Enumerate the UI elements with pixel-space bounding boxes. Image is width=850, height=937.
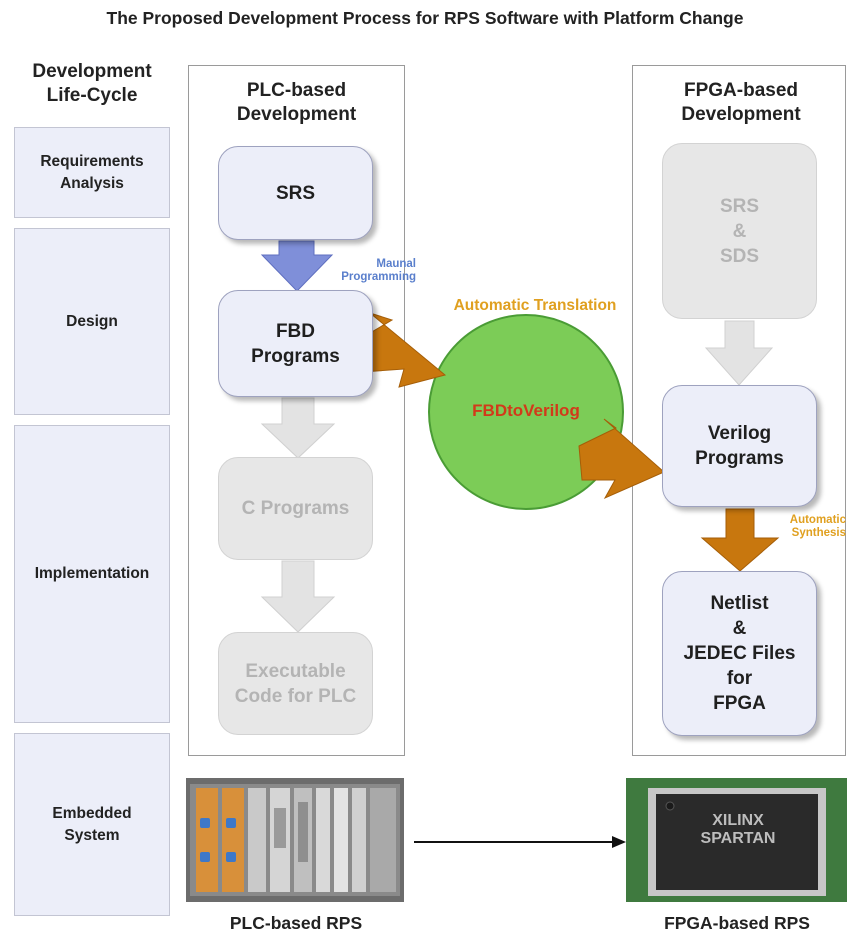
box-label-line2: & (732, 618, 747, 639)
stage-label-line2: Analysis (60, 174, 124, 192)
fpga-chip-drawing (626, 778, 847, 902)
plc-rack-drawing (186, 778, 404, 902)
stage-label-line2: System (64, 826, 120, 844)
automatic-translation-label: Automatic Translation (453, 297, 617, 314)
chip-brand: XILINX (712, 812, 764, 829)
box-label-line2: Programs (251, 345, 340, 367)
manual-label-line1: Maunal (376, 258, 416, 270)
plc-header-line1: PLC-based (246, 80, 347, 101)
stage-label-line1: Embedded (52, 804, 132, 822)
netlist-jedec-box: Netlist & JEDEC Files for FPGA (662, 571, 817, 736)
automatic-synthesis-label: Automatic Synthesis (760, 514, 846, 540)
box-label-line1: SRS (719, 195, 760, 217)
plc-rps-photo (186, 778, 404, 902)
executable-code-box: Executable Code for PLC (218, 632, 373, 735)
stage-implementation: Implementation (14, 425, 170, 723)
box-label-line2: Programs (695, 448, 784, 469)
plc-srs-box: SRS (218, 146, 373, 240)
lifecycle-header-line2: Life-Cycle (46, 85, 138, 106)
box-label-line2: & (732, 220, 747, 242)
box-label-line3: SDS (719, 245, 760, 267)
box-label-line1: Executable (245, 660, 346, 682)
box-label-line1: Verilog (707, 423, 772, 444)
manual-programming-label: Maunal Programming (310, 258, 416, 284)
fpga-development-panel (632, 65, 846, 756)
arrow-srs-sds-to-verilog (704, 320, 774, 386)
arrow-fbd-to-c (260, 397, 336, 459)
plc-header-line2: Development (236, 104, 357, 125)
box-label-line4: for (726, 668, 753, 689)
fpga-rps-photo: XILINX SPARTAN (626, 778, 847, 902)
box-label-line3: JEDEC Files (683, 643, 796, 664)
fpga-header: FPGA-based Development (632, 79, 850, 127)
lifecycle-header: Development Life-Cycle (14, 60, 170, 108)
plc-development-panel (188, 65, 405, 756)
stage-requirements-analysis: Requirements Analysis (14, 127, 170, 218)
arrow-automatic-synthesis (700, 508, 780, 572)
c-programs-box: C Programs (218, 457, 373, 560)
stage-label-line1: Requirements (40, 152, 144, 170)
box-label-line1: Netlist (710, 593, 769, 614)
fpga-srs-sds-box: SRS & SDS (662, 143, 817, 319)
fpga-header-line1: FPGA-based (683, 80, 799, 101)
plc-header: PLC-based Development (188, 79, 405, 127)
box-label-line1: FBD (275, 320, 316, 342)
fpga-header-line2: Development (681, 104, 801, 125)
fpga-rps-caption: FPGA-based RPS (664, 913, 810, 933)
stage-embedded-system: Embedded System (14, 733, 170, 916)
verilog-programs-box: Verilog Programs (662, 385, 817, 507)
fbd-programs-box: FBD Programs (218, 290, 373, 397)
box-label: SRS (275, 182, 316, 204)
box-label-line2: Code for PLC (234, 685, 357, 707)
box-label-line5: FPGA (713, 693, 766, 714)
arrow-manual-programming (260, 240, 334, 292)
diagram-title: The Proposed Development Process for RPS… (106, 8, 744, 28)
lifecycle-header-line1: Development (32, 61, 152, 82)
plc-rps-caption: PLC-based RPS (229, 913, 363, 933)
chip-family: SPARTAN (700, 830, 776, 847)
box-label: C Programs (241, 498, 350, 519)
stage-label: Design (66, 312, 118, 330)
manual-label-line2: Programming (341, 271, 416, 283)
chip-label: XILINX SPARTAN (668, 812, 808, 848)
synthesis-label-line1: Automatic (789, 514, 846, 526)
arrow-head (612, 836, 626, 848)
translator-label: FBDtoVerilog (472, 401, 580, 420)
arrow-c-to-exe (260, 560, 336, 633)
translator-circle (428, 314, 624, 510)
arrow-translator-to-verilog (578, 418, 665, 500)
stage-design: Design (14, 228, 170, 415)
synthesis-label-line2: Synthesis (791, 527, 846, 539)
stage-label: Implementation (34, 565, 150, 582)
